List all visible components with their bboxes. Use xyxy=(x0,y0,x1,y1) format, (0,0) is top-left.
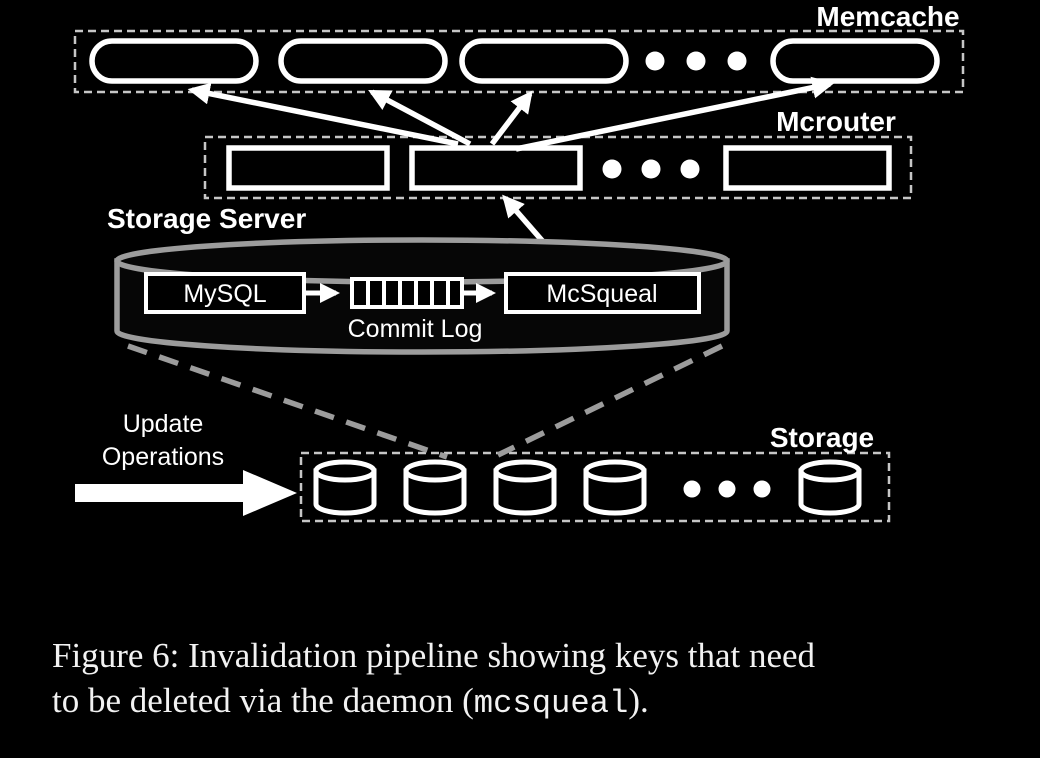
storage-cluster xyxy=(313,459,862,516)
ellipsis-dot xyxy=(602,159,622,179)
mcrouter-ellipsis-dots-icon xyxy=(602,159,700,179)
invalidation-arrows xyxy=(187,76,835,270)
commit-log-label: Commit Log xyxy=(348,315,483,343)
memcache-label: Memcache xyxy=(816,1,959,32)
memcache-node-1 xyxy=(89,38,259,84)
memcache-node-3 xyxy=(459,38,629,84)
update-operations-label-line1: Update xyxy=(123,410,204,438)
storage-database-icon-2 xyxy=(403,459,467,516)
funnel-dash-left xyxy=(127,343,448,460)
ellipsis-dot xyxy=(641,159,661,179)
figure-caption: Figure 6: Invalidation pipeline showing … xyxy=(52,634,1012,724)
ellipsis-dot xyxy=(645,51,665,71)
caption-line-1: Figure 6: Invalidation pipeline showing … xyxy=(52,634,1012,679)
memcache-node-2 xyxy=(278,38,448,84)
ellipsis-dot xyxy=(718,480,736,498)
caption-text-line2-before: to be deleted via the daemon ( xyxy=(52,680,474,720)
ellipsis-dot xyxy=(753,480,771,498)
commit-log-queue-icon xyxy=(350,277,464,309)
storage-cluster-border xyxy=(299,451,891,523)
caption-code-mcsqueal: mcsqueal xyxy=(473,684,629,722)
storage-database-icon-3 xyxy=(493,459,557,516)
mcrouter-cluster xyxy=(226,145,892,191)
storage-database-icon-5 xyxy=(798,459,862,516)
ellipsis-dot xyxy=(686,51,706,71)
ellipsis-dot xyxy=(727,51,747,71)
mcsqueal-box xyxy=(504,272,701,314)
memcache-cluster xyxy=(89,38,940,84)
storage-server xyxy=(114,237,730,355)
ellipsis-dot xyxy=(683,480,701,498)
storage-ellipsis-dots-icon xyxy=(683,480,771,498)
update-operations-label-line2: Operations xyxy=(102,443,224,471)
storage-label: Storage xyxy=(770,422,874,453)
mcrouter-node-2 xyxy=(409,145,583,191)
update-operations-arrow-icon xyxy=(75,470,297,516)
mcrouter-cluster-border xyxy=(203,135,913,200)
arrow-mcrouter-to-memcache-2 xyxy=(368,89,472,147)
mcrouter-label: Mcrouter xyxy=(776,106,896,137)
memcache-ellipsis-dots-icon xyxy=(645,51,747,71)
caption-line-2: to be deleted via the daemon (mcsqueal). xyxy=(52,679,1012,724)
funnel-dash-right xyxy=(496,343,724,458)
arrow-mcrouter-to-memcache-1 xyxy=(187,82,459,147)
arrow-mcrouter-to-memcache-4 xyxy=(515,76,835,152)
caption-text-line1: Figure 6: Invalidation pipeline showing … xyxy=(52,636,816,675)
storage-server-label: Storage Server xyxy=(107,203,306,234)
mcsqueal-label: McSqueal xyxy=(546,280,657,308)
mcrouter-node-1 xyxy=(226,145,390,191)
storage-database-icon-4 xyxy=(583,459,647,516)
storage-database-icon-1 xyxy=(313,459,377,516)
ellipsis-dot xyxy=(680,159,700,179)
arrow-mcrouter-to-memcache-3 xyxy=(489,90,533,146)
mysql-label: MySQL xyxy=(183,280,266,308)
mcrouter-node-3 xyxy=(723,145,892,191)
caption-text-line2-after: ). xyxy=(628,680,649,720)
mysql-box xyxy=(144,272,306,314)
memcache-node-4 xyxy=(770,38,940,84)
